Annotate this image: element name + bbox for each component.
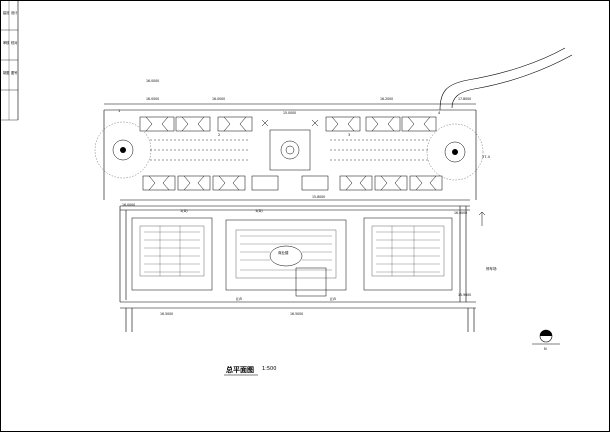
central-plaza: [261, 119, 319, 171]
building-lower: [374, 175, 408, 191]
building-lower: [212, 175, 246, 191]
title-block: 建设 设计 审核 校对 制图 图号: [0, 0, 19, 121]
building-upper: [139, 116, 175, 132]
elevation-label: 16.0000: [122, 203, 135, 207]
building-upper: [325, 116, 361, 132]
elevation-label: 16.5000: [290, 312, 303, 316]
parking-rows: [150, 139, 430, 161]
title-block-cell: 建设: [3, 10, 10, 15]
drawing-scale: 1:500: [262, 366, 277, 372]
title-block-cell: 审核: [3, 40, 10, 45]
entry-arrow: [478, 211, 486, 226]
road-network: [103, 103, 477, 332]
building-lower: [339, 175, 373, 191]
title-block-cell: 校对: [11, 40, 18, 45]
building-lower: [142, 175, 176, 191]
building-lower: [251, 175, 279, 191]
upper-row-buildings: [139, 116, 437, 132]
elevation-label: 17.8000: [458, 97, 471, 101]
building-lower: [177, 175, 211, 191]
building-lower: [409, 175, 443, 191]
building-label: 商业楼: [278, 250, 289, 255]
elevation-label: 16.0000: [454, 211, 467, 215]
marker-label: 4: [438, 111, 441, 115]
marker-label: 3: [348, 133, 350, 137]
lower-complex-hatching: [144, 226, 440, 276]
dimension-label: (J)5: [236, 297, 242, 301]
elevation-label: 16.0000: [146, 97, 159, 101]
dimension-label: (J)5: [330, 297, 336, 301]
right-plaza: [426, 123, 484, 181]
title-block-cell: 图号: [11, 70, 17, 75]
building-lower: [301, 175, 329, 191]
compass-caption: N: [544, 347, 547, 351]
elevation-label: 16.5000: [160, 312, 173, 316]
curved-road: [439, 47, 573, 111]
marker-label: 1: [118, 109, 120, 113]
title-block-cell: 制图: [3, 70, 9, 75]
lower-complex: [131, 217, 453, 297]
building-upper: [217, 116, 253, 132]
number-label: 37.4: [482, 155, 491, 159]
site-labels: 商业楼 1(D) 1(D) 停车场 37.4 1 2 3 4 (J)5 (J)5: [118, 109, 497, 301]
elevation-label: 16.0000: [146, 79, 159, 83]
dimension-label: 1(D): [255, 209, 263, 213]
elevation-label: 15.0000: [283, 111, 296, 115]
lower-row-buildings: [142, 175, 443, 191]
drawing-title: 总平面图: [226, 366, 254, 374]
north-compass: N: [532, 329, 560, 351]
elevation-label: 16.2000: [380, 97, 393, 101]
building-upper: [401, 116, 437, 132]
parking-label: 停车场: [486, 266, 497, 271]
elevation-label: 16.0000: [212, 97, 225, 101]
elevation-label: 15.9600: [458, 293, 471, 297]
building-upper: [175, 116, 211, 132]
title-block-cell: 设计: [11, 10, 18, 15]
dimension-label: 1(D): [180, 209, 188, 213]
marker-label: 2: [218, 133, 220, 137]
building-upper: [365, 116, 401, 132]
elevation-labels: 16.0000 16.0000 16.0000 15.0000 17.8000 …: [122, 79, 471, 316]
elevation-label: 15.8000: [312, 195, 325, 199]
